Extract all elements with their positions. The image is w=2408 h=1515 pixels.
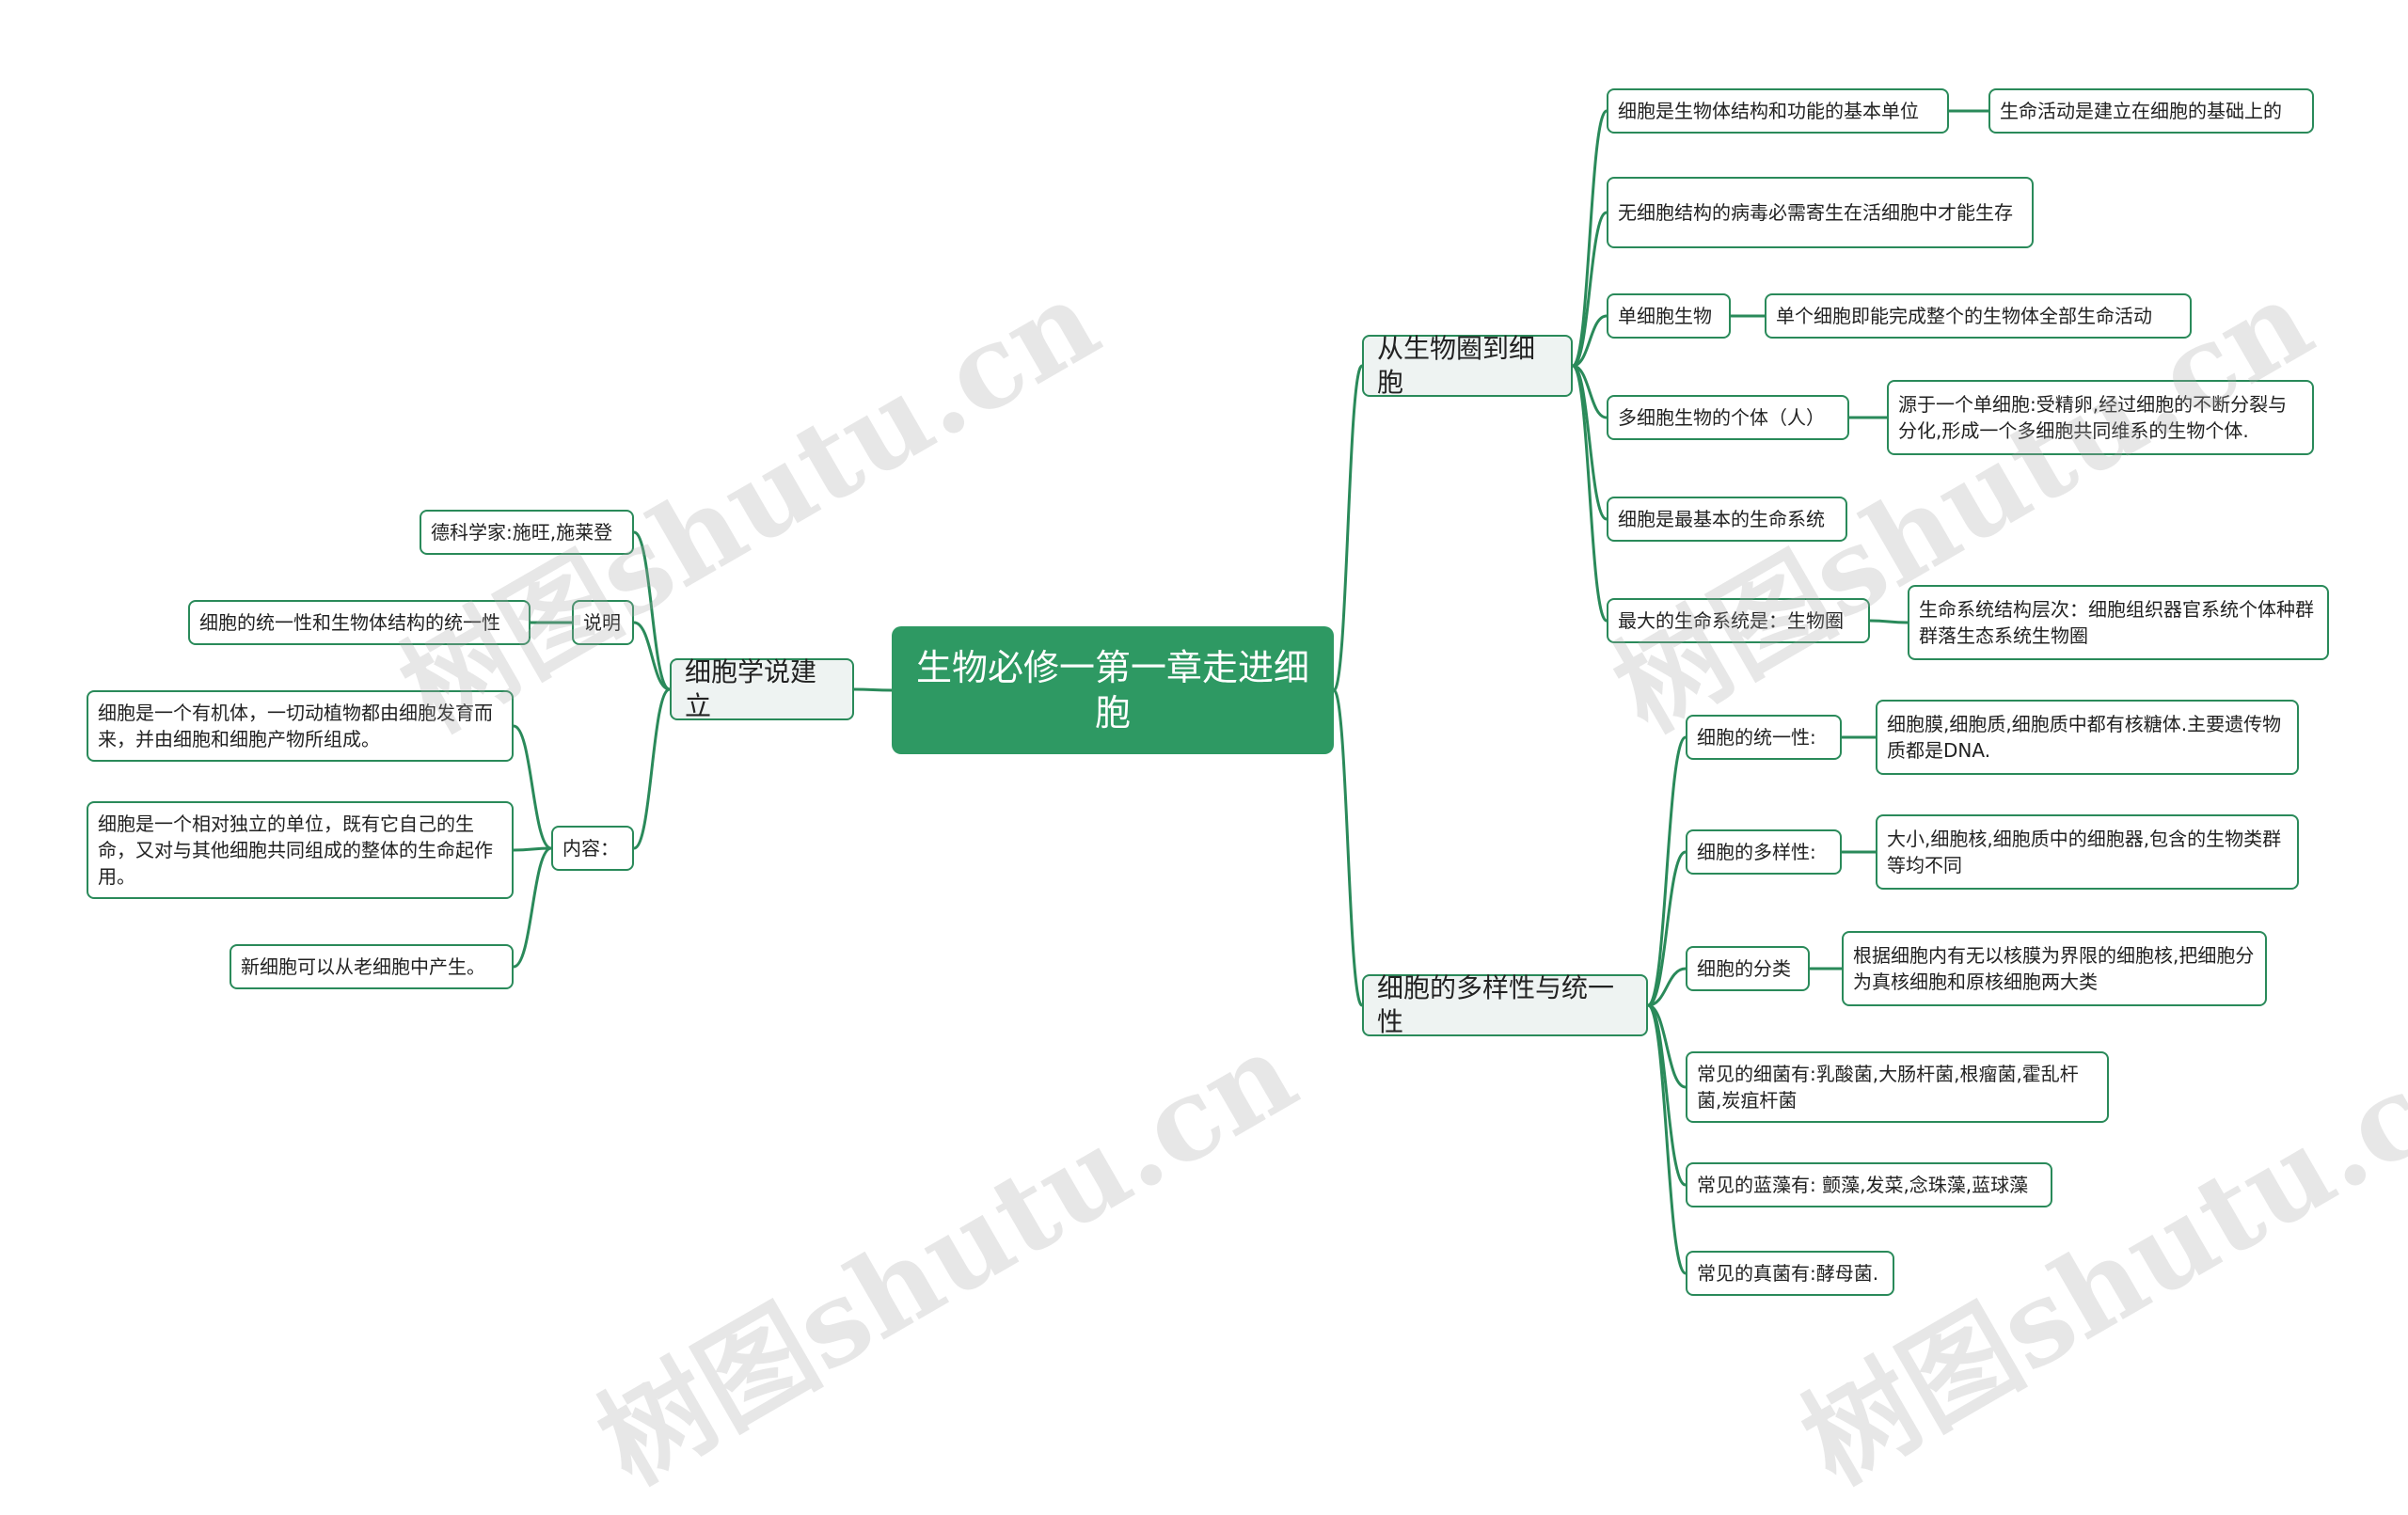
connector-rb-item-6 [1646,1003,1687,1275]
connector-rt-item-1 [1571,109,1608,368]
rt-item-6[interactable]: 最大的生命系统是：生物圈 [1607,598,1870,643]
content-item-2[interactable]: 细胞是一个相对独立的单位，既有它自己的生命，又对与其他细胞共同组成的整体的生命起… [87,801,514,899]
connector-lines [513,109,1988,1275]
connector-rb-item-2 [1647,850,1687,1007]
branch-diversity-unity[interactable]: 细胞的多样性与统一性 [1362,972,1648,1037]
connector-rt-item-6 [1571,364,1608,623]
connector-content-2 [513,846,552,852]
rt-item-4[interactable]: 多细胞生物的个体（人） [1607,395,1849,440]
connector-left-scientist [633,530,671,691]
rt-detail-1[interactable]: 生命活动是建立在细胞的基础上的 [1988,88,2314,134]
rt-detail-3[interactable]: 单个细胞即能完成整个的生物体全部生命活动 [1765,293,2192,339]
connector-rb-item-4 [1647,1003,1687,1089]
connector-rt-item-3 [1572,314,1608,368]
rb-item-3[interactable]: 细胞的分类 [1686,946,1810,991]
connector-content-3 [513,846,552,969]
rb-item-5[interactable]: 常见的蓝藻有: 颤藻,发菜,念珠藻,蓝球藻 [1686,1162,2052,1207]
rb-detail-3[interactable]: 根据细胞内有无以核膜为界限的细胞核,把细胞分为真核细胞和原核细胞两大类 [1842,931,2267,1006]
connector-root-bottom [1332,688,1364,1007]
connector-rt-item-2 [1572,211,1608,368]
connector-rb-item-3 [1647,967,1687,1007]
rt-detail-4[interactable]: 源于一个单细胞:受精卵,经过细胞的不断分裂与分化,形成一个多细胞共同维系的生物个… [1887,380,2314,455]
content-label-node[interactable]: 内容： [551,826,634,871]
connector-root-left [853,687,893,692]
rb-detail-1[interactable]: 细胞膜,细胞质,细胞质中都有核糖体.主要遗传物质都是DNA. [1876,700,2299,775]
scientist-node[interactable]: 德科学家:施旺,施莱登 [420,510,634,555]
rb-item-1[interactable]: 细胞的统一性: [1686,715,1842,760]
connector-rt-detail-6 [1869,619,1909,624]
explain-label-node[interactable]: 说明 [572,600,634,645]
connector-content-1 [513,724,552,850]
branch-cell-theory[interactable]: 细胞学说建立 [670,656,854,721]
content-item-3[interactable]: 新细胞可以从老细胞中产生。 [230,944,514,989]
rt-item-3[interactable]: 单细胞生物 [1607,293,1731,339]
connector-left-explain [633,621,671,691]
rb-item-6[interactable]: 常见的真菌有:酵母菌. [1686,1251,1894,1296]
rt-item-1[interactable]: 细胞是生物体结构和功能的基本单位 [1607,88,1949,134]
rb-item-2[interactable]: 细胞的多样性: [1686,829,1842,875]
rb-detail-2[interactable]: 大小,细胞核,细胞质中的细胞器,包含的生物类群等均不同 [1876,814,2299,890]
rt-detail-6[interactable]: 生命系统结构层次：细胞组织器官系统个体种群群落生态系统生物圈 [1908,585,2329,660]
rt-item-2[interactable]: 无细胞结构的病毒必需寄生在活细胞中才能生存 [1607,177,2034,248]
connector-rt-item-4 [1572,364,1608,419]
rb-item-4[interactable]: 常见的细菌有:乳酸菌,大肠杆菌,根瘤菌,霍乱杆菌,炭疽杆菌 [1686,1051,2109,1123]
rt-item-5[interactable]: 细胞是最基本的生命系统 [1607,497,1847,542]
content-item-1[interactable]: 细胞是一个有机体，一切动植物都由细胞发育而来，并由细胞和细胞产物所组成。 [87,690,514,762]
explain-text-node[interactable]: 细胞的统一性和生物体结构的统一性 [188,600,531,645]
connector-rb-item-1 [1646,735,1687,1007]
connector-left-content [633,687,671,850]
root-topic[interactable]: 生物必修一第一章走进细胞 [892,626,1334,754]
branch-biosphere-to-cell[interactable]: 从生物圈到细胞 [1362,333,1573,398]
connector-root-top [1332,364,1364,692]
